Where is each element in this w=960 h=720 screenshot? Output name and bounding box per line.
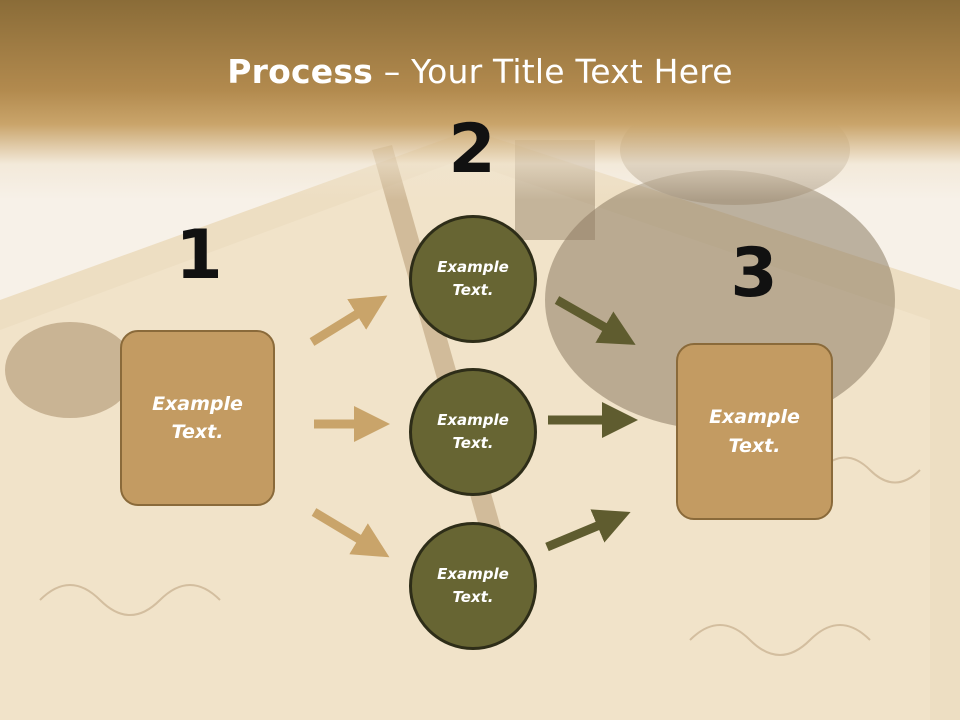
step-3-box: Example Text.	[676, 343, 833, 520]
step-1-text: Example Text.	[152, 392, 243, 444]
step-2-circle-2-text: Example Text.	[437, 410, 509, 452]
arrow-2c-to-3	[545, 509, 631, 552]
step-1-number: 1	[175, 216, 223, 295]
title-bold: Process	[227, 52, 374, 91]
step-2-number: 2	[448, 110, 496, 189]
step-2-circle-1-text: Example Text.	[437, 257, 509, 299]
step-1-box: Example Text.	[120, 330, 275, 506]
step-2-circle-3: Example Text.	[409, 522, 537, 650]
arrow-1-to-2a	[309, 295, 388, 346]
step-2-circle-3-text: Example Text.	[437, 564, 509, 606]
step-2-circle-1: Example Text.	[409, 215, 537, 343]
slide-title: Process – Your Title Text Here	[0, 52, 960, 91]
step-2-circle-2: Example Text.	[409, 368, 537, 496]
header-band	[0, 0, 960, 200]
title-rest: – Your Title Text Here	[373, 52, 733, 91]
arrow-2a-to-3	[554, 296, 636, 345]
step-3-number: 3	[730, 234, 778, 313]
arrow-1-to-2c	[311, 508, 390, 558]
step-3-text: Example Text.	[709, 406, 800, 457]
